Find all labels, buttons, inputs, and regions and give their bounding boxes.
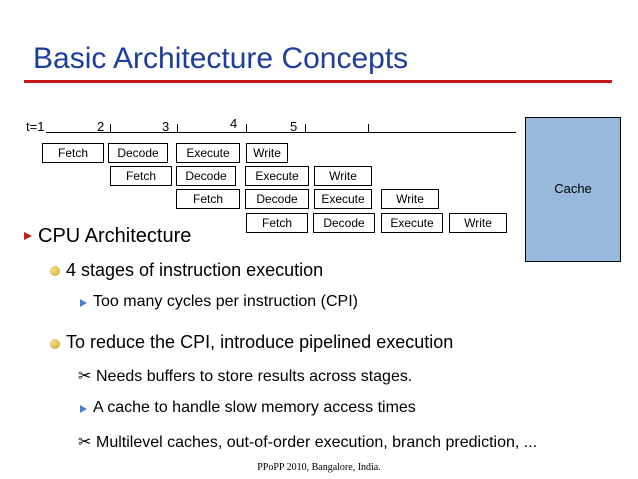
bullet-scissors-icon: ✂ [78,434,92,451]
bullet-triangle-icon [80,405,87,413]
stage-fetch: Fetch [110,166,172,186]
stage-decode: Decode [176,166,236,186]
stage-write: Write [381,189,439,209]
bullet-marker [24,232,32,240]
bullet-cpi: Too many cycles per instruction (CPI) [93,293,358,310]
stage-decode: Decode [108,143,168,163]
timeline-label-1: t=1 [26,119,45,134]
bullet-scissors-icon: ✂ [78,368,92,385]
timeline-label-3: 3 [162,119,170,134]
stage-execute: Execute [176,143,240,163]
timeline-tick [177,124,178,132]
cache-label: Cache [554,181,592,196]
stage-execute: Execute [381,213,443,233]
stage-execute: Execute [314,189,372,209]
bullet-cache: A cache to handle slow memory access tim… [93,399,416,416]
stage-fetch: Fetch [42,143,104,163]
slide-footer: PPoPP 2010, Bangalore, India. [257,462,381,473]
timeline-axis [46,132,516,133]
timeline-tick [368,124,369,132]
bullet-reduce-cpi: To reduce the CPI, introduce pipelined e… [66,332,454,352]
stage-decode: Decode [245,189,309,209]
stage-fetch: Fetch [246,213,308,233]
stage-write: Write [246,143,288,163]
stage-fetch: Fetch [176,189,240,209]
bullet-buffers: Needs buffers to store results across st… [96,368,413,385]
timeline-tick [110,124,111,132]
timeline-tick [246,124,247,132]
bullet-dot-icon [50,339,60,349]
bullet-multilevel: Multilevel caches, out-of-order executio… [96,434,538,451]
stage-decode: Decode [313,213,375,233]
timeline-label-5: 5 [290,119,298,134]
bullet-dot-icon [50,266,60,276]
title-underline [24,80,612,83]
bullet-triangle-icon [80,299,87,307]
bullet-four-stages: 4 stages of instruction execution [66,260,324,280]
timeline-tick [305,124,306,132]
cache-box [525,117,621,262]
stage-execute: Execute [245,166,309,186]
timeline-label-4: 4 [230,116,238,131]
stage-write: Write [449,213,507,233]
bullet-cpu-architecture: CPU Architecture [38,225,192,247]
timeline-label-2: 2 [97,119,105,134]
stage-write: Write [314,166,372,186]
slide-title: Basic Architecture Concepts [33,42,409,75]
